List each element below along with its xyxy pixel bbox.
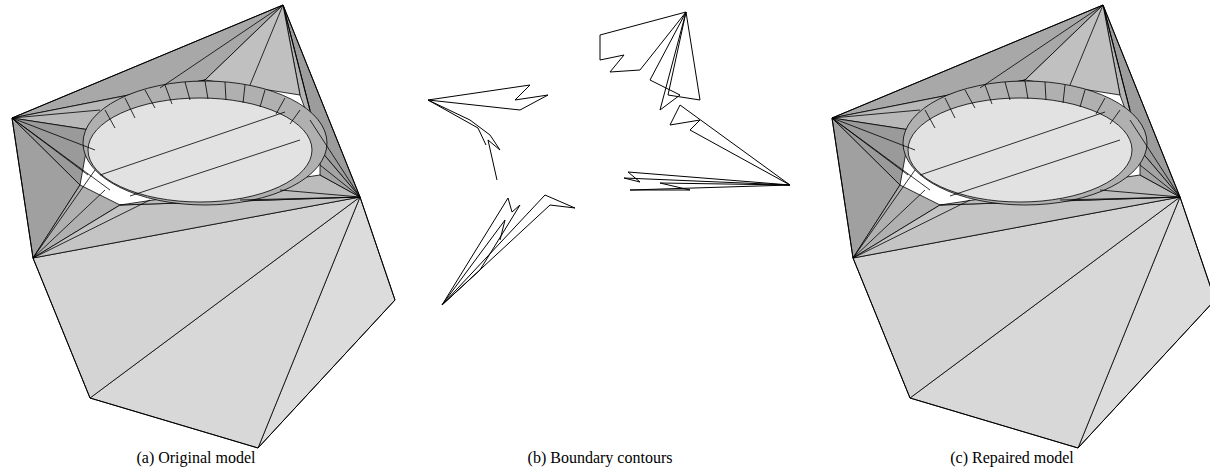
boundary-contours bbox=[428, 12, 790, 305]
panel-caption: (a) Original model bbox=[136, 449, 255, 467]
panel-caption: (c) Repaired model bbox=[950, 449, 1074, 467]
panel-caption: (b) Boundary contours bbox=[528, 449, 673, 467]
